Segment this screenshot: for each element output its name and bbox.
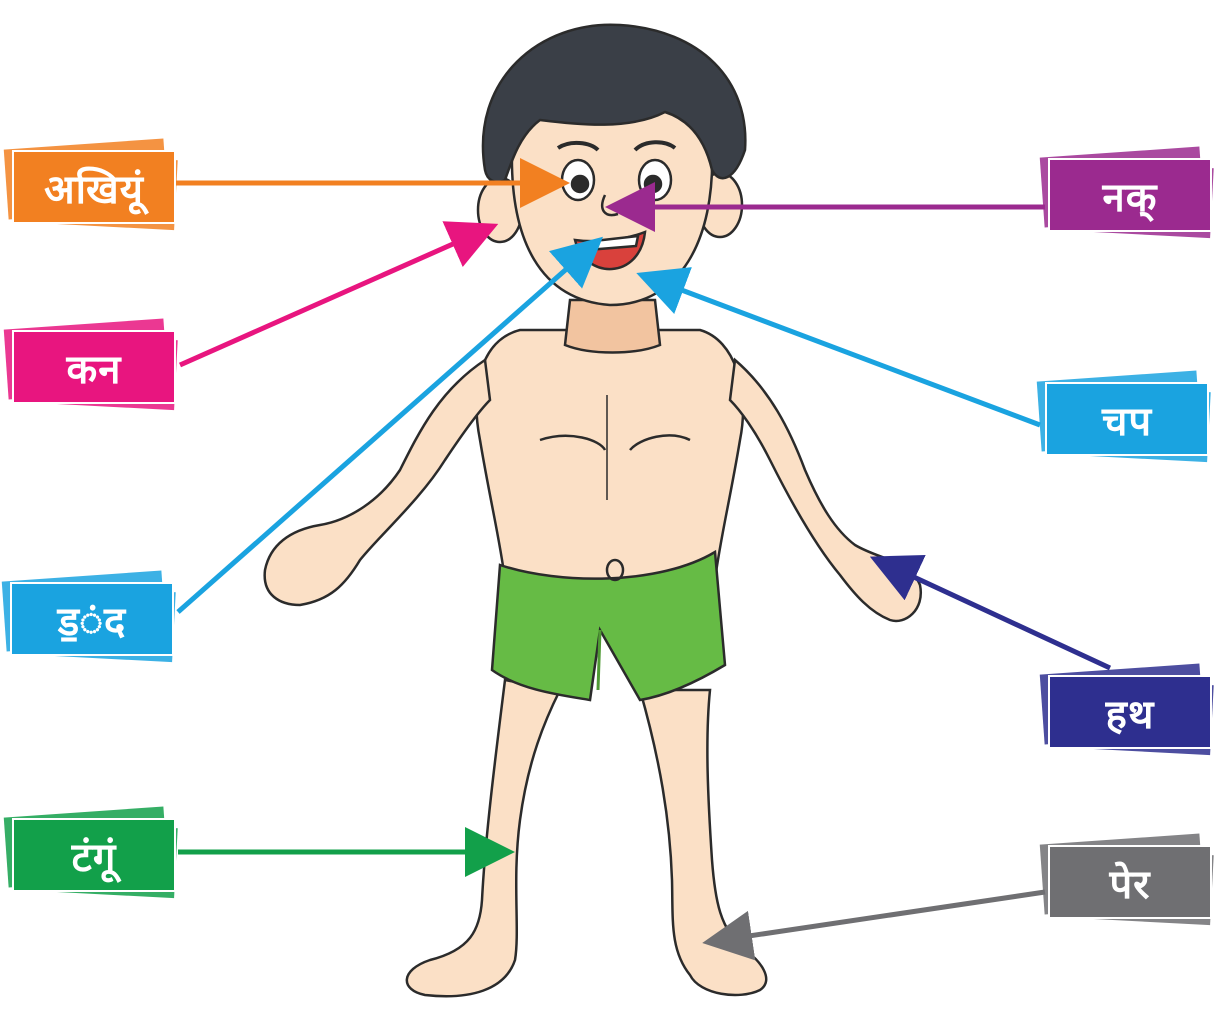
label-text: टंगूं: [12, 818, 176, 892]
label-teeth: ड॒ंद: [10, 582, 170, 652]
label-eyes: अखियूं: [12, 150, 172, 220]
label-text: कन: [12, 330, 176, 404]
label-text: ड॒ंद: [10, 582, 174, 656]
label-nose: नक्‌: [1048, 158, 1208, 228]
label-foot: पेर: [1048, 845, 1208, 915]
arrow-hand: [888, 565, 1110, 668]
legs: [407, 680, 766, 996]
label-text: नक्‌: [1048, 158, 1212, 232]
label-ear: कन: [12, 330, 172, 400]
label-hand: हथ: [1048, 675, 1208, 745]
neck: [565, 300, 660, 353]
label-text: चप: [1045, 382, 1209, 456]
label-text: हथ: [1048, 675, 1212, 749]
label-lips: चप: [1045, 382, 1205, 452]
label-text: अखियूं: [12, 150, 176, 224]
arrow-ear: [180, 232, 480, 365]
torso: [265, 330, 921, 700]
head: [478, 25, 745, 305]
arrow-foot: [722, 892, 1045, 940]
label-text: पेर: [1048, 845, 1212, 919]
label-leg: टंगूं: [12, 818, 172, 888]
